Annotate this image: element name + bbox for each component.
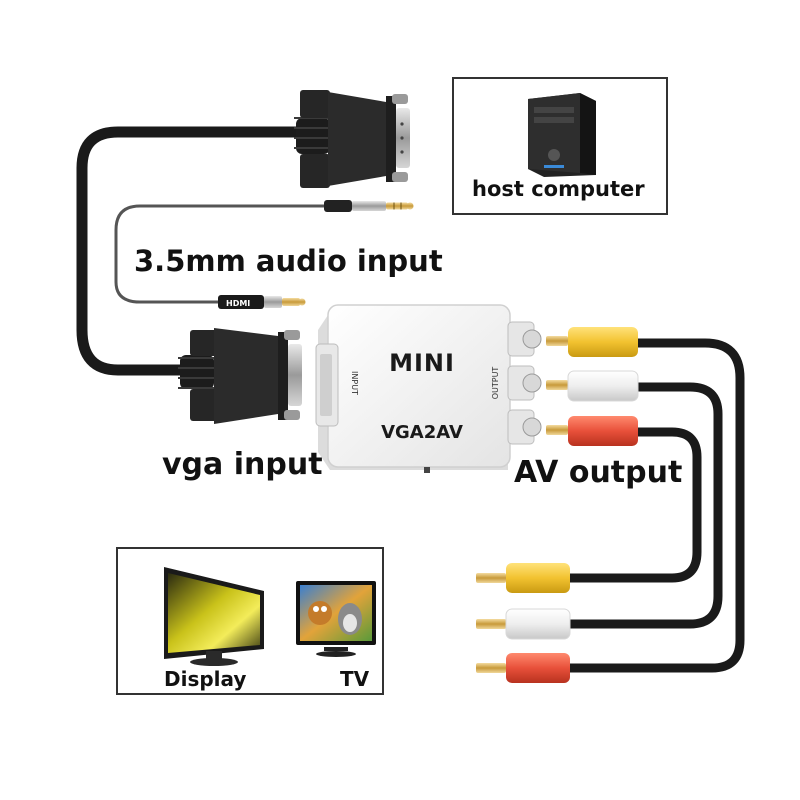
- rca-plug-yellow-end: [476, 563, 570, 593]
- computer-tower-icon: [528, 93, 596, 177]
- audio-input-caption: 3.5mm audio input: [134, 244, 443, 278]
- rca-cable-yellow: [568, 338, 745, 673]
- vga-connector-top: [294, 90, 410, 188]
- monitor-icon: [164, 567, 264, 666]
- device-brand: MINI: [389, 349, 455, 377]
- vga-input-caption: vga input: [162, 447, 323, 482]
- rca-plug-red-device: [546, 416, 638, 446]
- host-computer-box: host computer: [452, 77, 668, 215]
- vga2av-converter: MINI VGA2AV INPUT OUTPUT: [315, 304, 542, 473]
- rca-plug-white-end: [476, 608, 571, 640]
- device-input-port-label: INPUT: [350, 371, 359, 395]
- plug-brand-text: HDMI: [226, 299, 250, 308]
- rca-plug-yellow-device: [546, 327, 638, 357]
- vga-connector-input: [178, 328, 302, 424]
- rca-plug-white-device: [546, 370, 639, 402]
- device-output-port-label: OUTPUT: [491, 367, 500, 400]
- host-computer-label: host computer: [472, 177, 645, 201]
- rca-cable-red: [568, 427, 702, 583]
- av-output-caption: AV output: [514, 455, 683, 490]
- rca-cable-white: [568, 382, 723, 629]
- device-model: VGA2AV: [381, 422, 463, 443]
- audio-cable: [114, 204, 325, 304]
- display-label: Display: [164, 667, 247, 691]
- rca-plug-red-end: [476, 653, 570, 683]
- display-tv-box: Display TV: [116, 547, 384, 695]
- tv-icon: [296, 581, 376, 657]
- vga-cable: [76, 126, 304, 376]
- audio-jack-top: [324, 200, 414, 212]
- audio-jack-lower: HDMI: [218, 295, 306, 309]
- tv-label: TV: [340, 667, 370, 691]
